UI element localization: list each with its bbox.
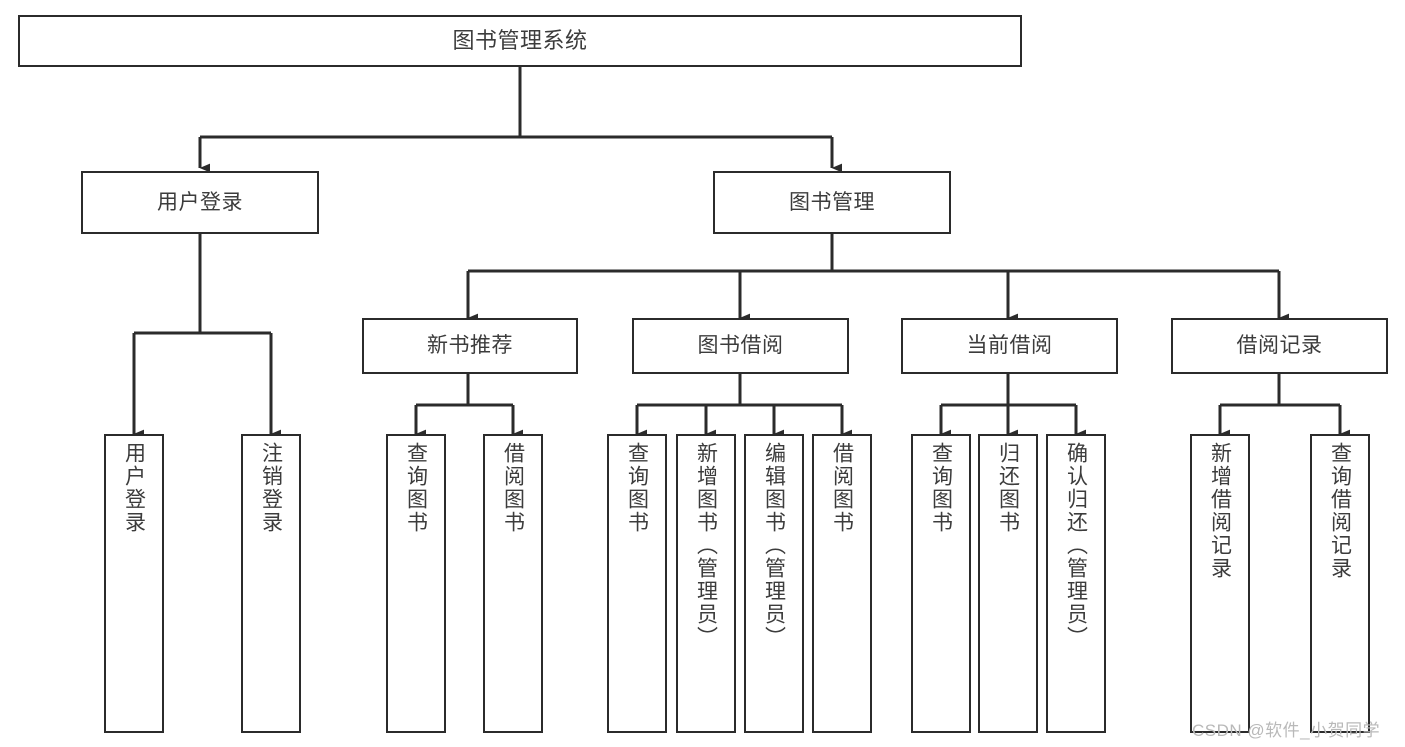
- node-leaf-query-book-current[interactable]: 查询图书: [911, 434, 971, 733]
- node-leaf-query-borrow-record[interactable]: 查询借阅记录: [1310, 434, 1370, 733]
- node-user-login[interactable]: 用户登录: [81, 171, 319, 234]
- node-label: 查询图书: [625, 442, 649, 534]
- node-label: 注销登录: [259, 442, 283, 534]
- node-label: 新增图书（管理员）: [694, 442, 718, 649]
- node-leaf-borrow-book-recommend[interactable]: 借阅图书: [483, 434, 543, 733]
- node-leaf-add-borrow-record[interactable]: 新增借阅记录: [1190, 434, 1250, 733]
- node-leaf-add-book-admin[interactable]: 新增图书（管理员）: [676, 434, 736, 733]
- node-borrow-record[interactable]: 借阅记录: [1171, 318, 1388, 374]
- node-label: 借阅图书: [501, 442, 525, 534]
- node-label: 确认归还（管理员）: [1064, 442, 1088, 649]
- node-leaf-borrow-book[interactable]: 借阅图书: [812, 434, 872, 733]
- node-label: 新书推荐: [427, 334, 513, 358]
- node-current-borrow[interactable]: 当前借阅: [901, 318, 1118, 374]
- node-leaf-logout-login[interactable]: 注销登录: [241, 434, 301, 733]
- node-label: 图书管理系统: [452, 27, 588, 53]
- node-root-book-management-system[interactable]: 图书管理系统: [18, 15, 1022, 67]
- node-new-book-recommend[interactable]: 新书推荐: [362, 318, 578, 374]
- node-leaf-return-book[interactable]: 归还图书: [978, 434, 1038, 733]
- node-label: 查询图书: [404, 442, 428, 534]
- node-book-borrow[interactable]: 图书借阅: [632, 318, 849, 374]
- node-label: 归还图书: [996, 442, 1020, 534]
- node-leaf-query-book-recommend[interactable]: 查询图书: [386, 434, 446, 733]
- node-label: 图书借阅: [697, 334, 784, 358]
- node-label: 新增借阅记录: [1208, 442, 1232, 580]
- node-leaf-query-book-borrow[interactable]: 查询图书: [607, 434, 667, 733]
- node-leaf-edit-book-admin[interactable]: 编辑图书（管理员）: [744, 434, 804, 733]
- node-label: 借阅记录: [1236, 334, 1323, 358]
- csdn-watermark: CSDN @软件_小贺同学: [1192, 721, 1381, 740]
- node-label: 查询图书: [929, 442, 953, 534]
- node-label: 图书管理: [789, 190, 875, 214]
- node-leaf-confirm-return-admin[interactable]: 确认归还（管理员）: [1046, 434, 1106, 733]
- node-label: 查询借阅记录: [1328, 442, 1352, 580]
- node-label: 编辑图书（管理员）: [762, 442, 786, 649]
- node-label: 用户登录: [122, 442, 146, 534]
- node-label: 借阅图书: [830, 442, 854, 534]
- node-label: 用户登录: [157, 190, 243, 214]
- node-label: 当前借阅: [966, 334, 1053, 358]
- node-book-management[interactable]: 图书管理: [713, 171, 951, 234]
- node-leaf-user-login[interactable]: 用户登录: [104, 434, 164, 733]
